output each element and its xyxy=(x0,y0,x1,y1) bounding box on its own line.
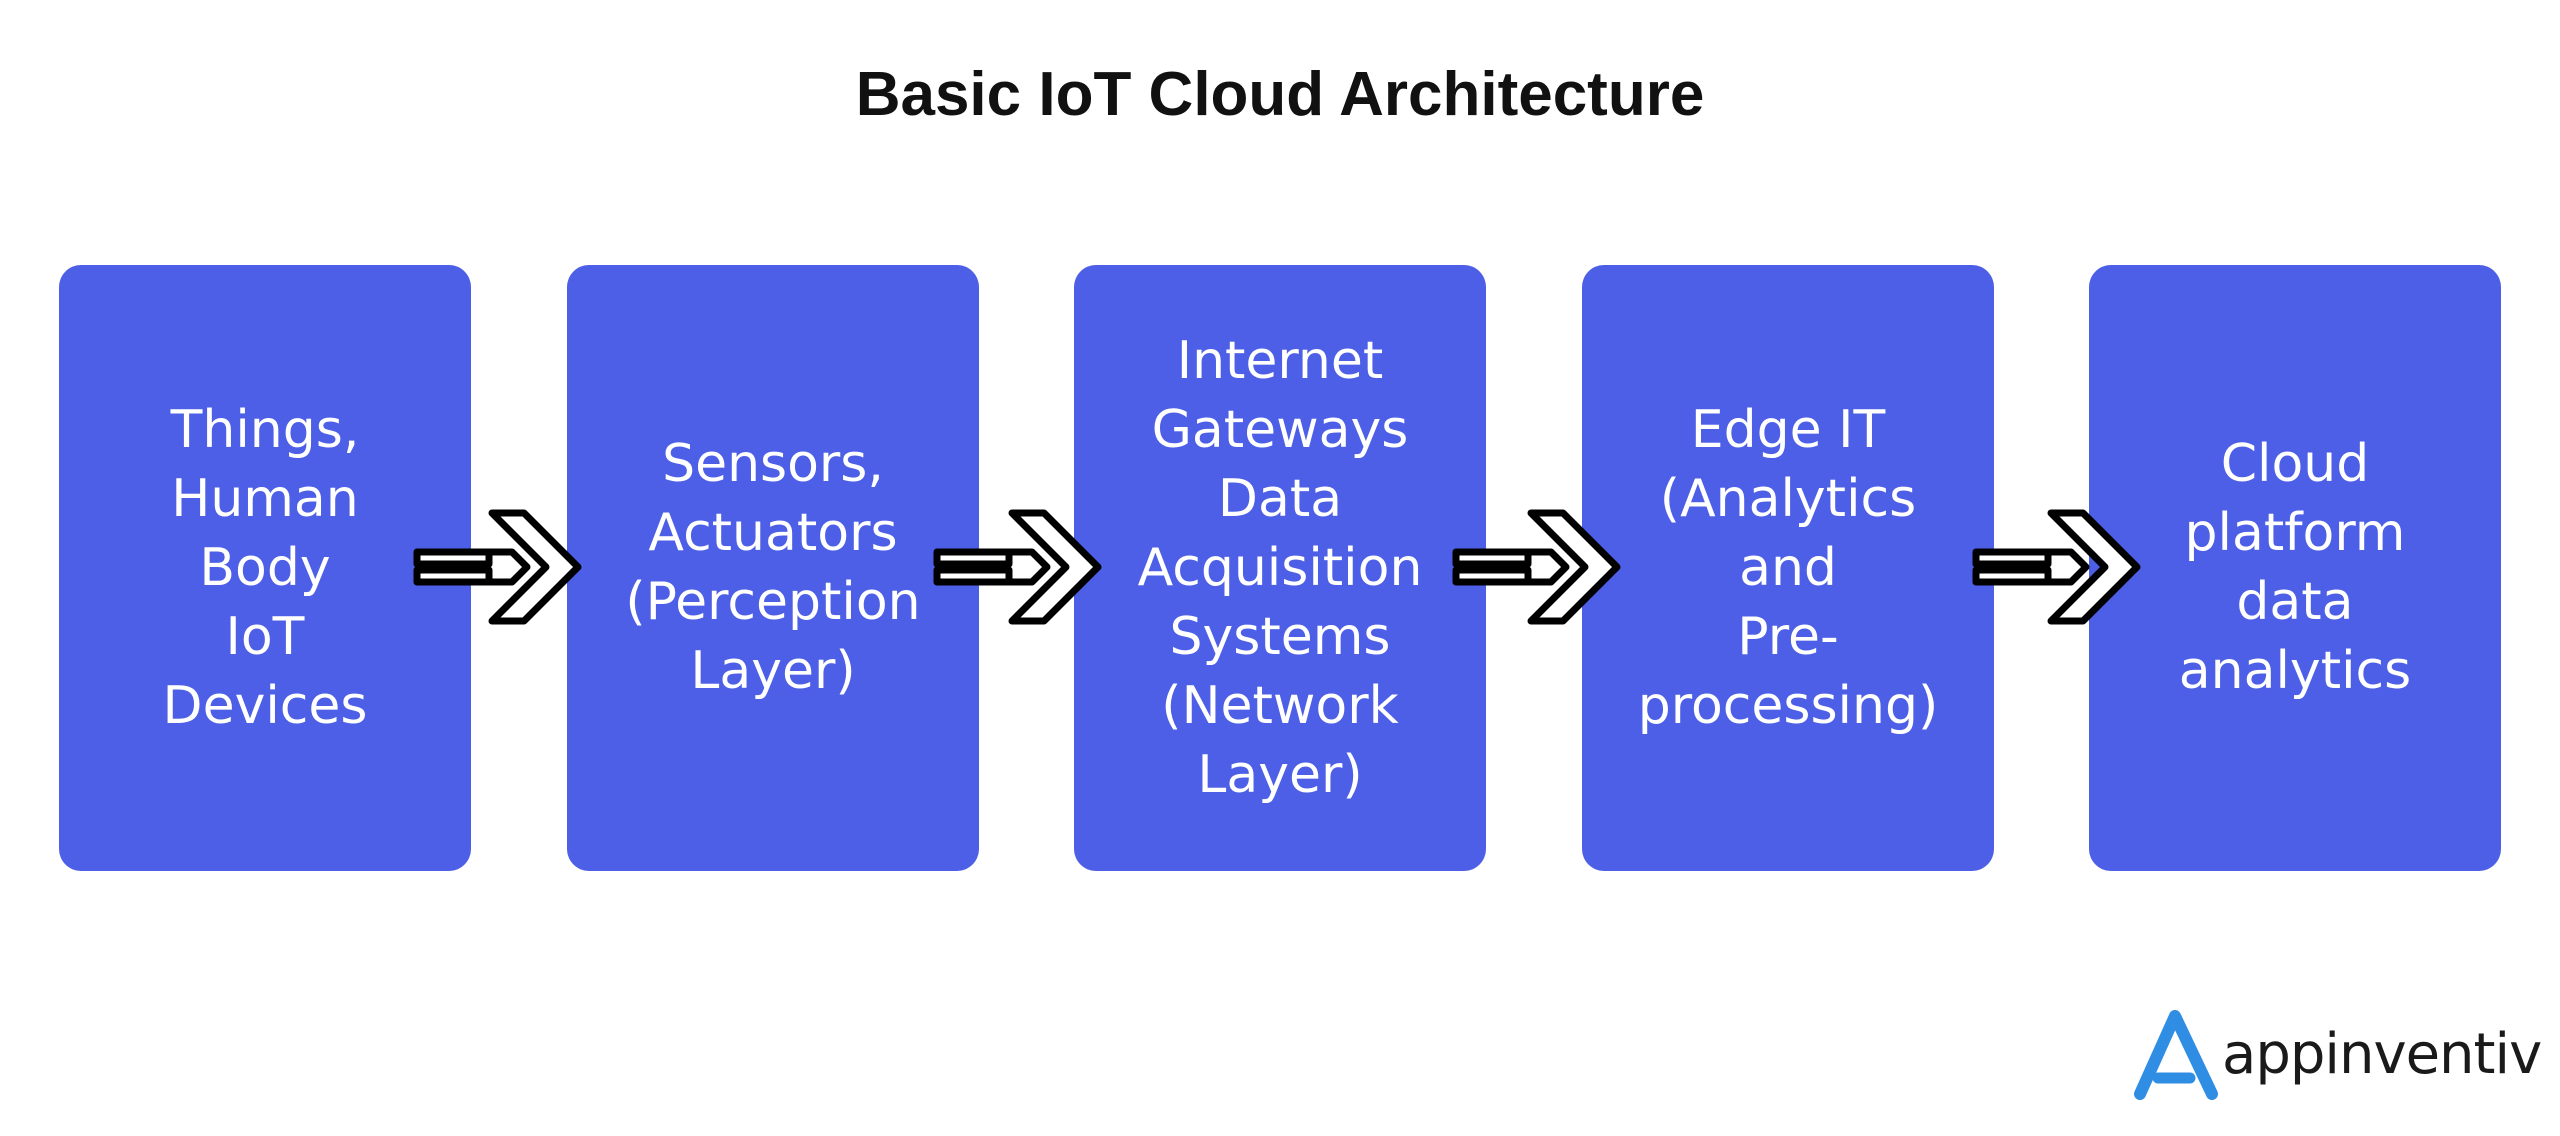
step-label: Cloud platform data analytics xyxy=(2178,434,2412,701)
step-box-edge-it: Edge IT (Analytics and Pre- processing) xyxy=(1582,265,1994,871)
double-chevron-right-arrow-icon xyxy=(413,509,582,625)
logo-wordmark: appinventiv xyxy=(2222,1022,2542,1087)
double-chevron-right-arrow-icon xyxy=(1452,509,1621,625)
double-chevron-right-arrow-icon xyxy=(1972,509,2141,625)
step-label: Internet Gateways Data Acquisition Syste… xyxy=(1137,330,1423,805)
step-label: Sensors, Actuators (Perception Layer) xyxy=(625,434,921,701)
diagram-title: Basic IoT Cloud Architecture xyxy=(855,60,1705,129)
step-box-internet-gateways: Internet Gateways Data Acquisition Syste… xyxy=(1074,265,1486,871)
step-box-cloud-platform: Cloud platform data analytics xyxy=(2089,265,2501,871)
step-box-things-devices: Things, Human Body IoT Devices xyxy=(59,265,471,871)
step-label: Things, Human Body IoT Devices xyxy=(162,399,368,736)
appinventiv-logo: appinventiv xyxy=(2130,1010,2542,1100)
step-label: Edge IT (Analytics and Pre- processing) xyxy=(1637,399,1939,736)
appinventiv-a-logo-icon xyxy=(2134,1010,2218,1100)
step-box-sensors-actuators: Sensors, Actuators (Perception Layer) xyxy=(567,265,979,871)
double-chevron-right-arrow-icon xyxy=(933,509,1102,625)
